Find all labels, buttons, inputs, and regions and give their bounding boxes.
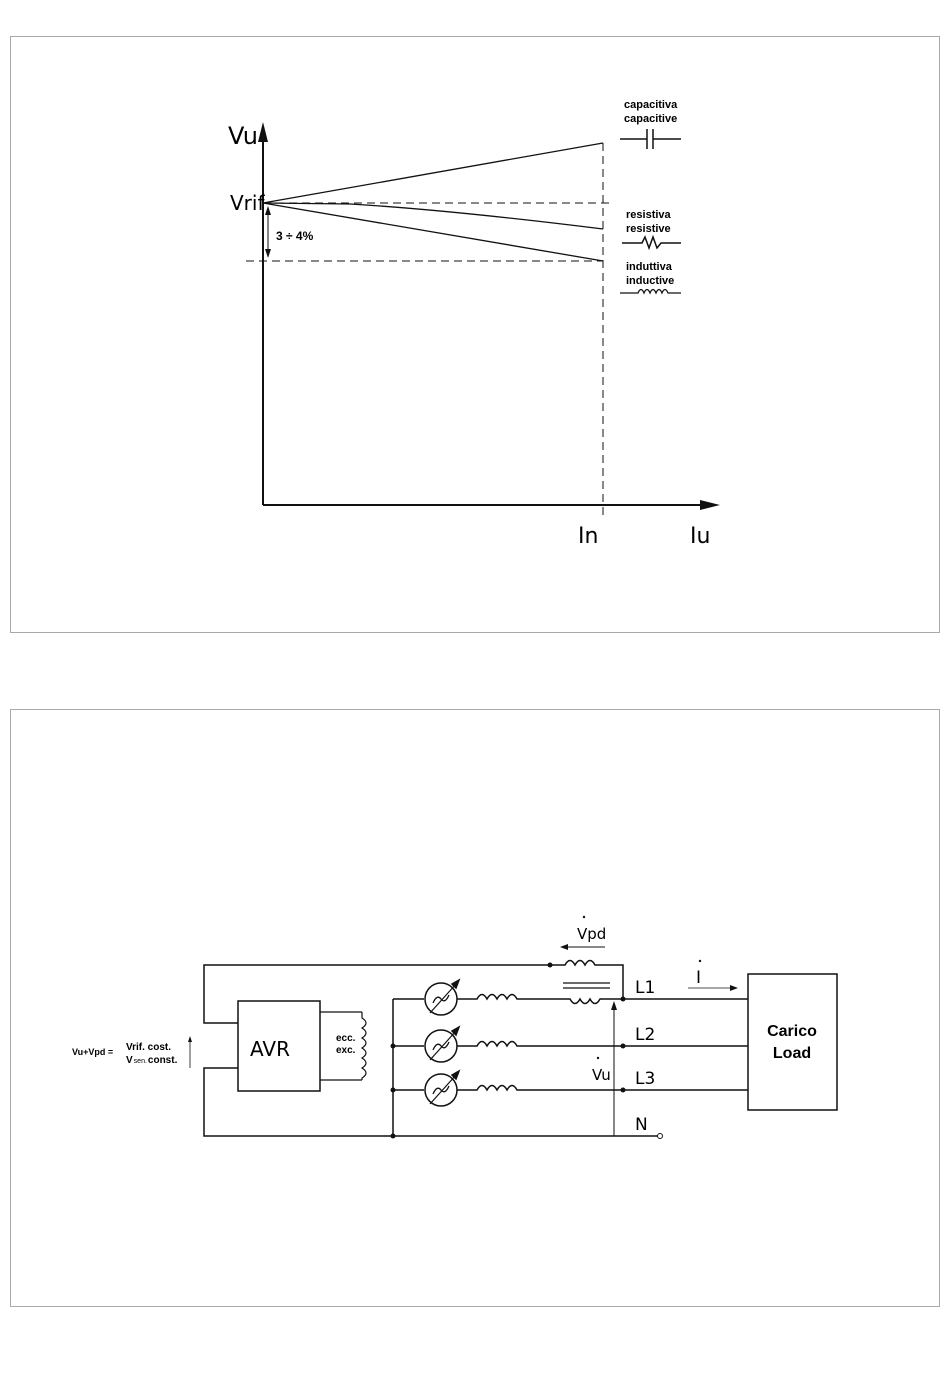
exc-coil-icon [362, 1012, 366, 1080]
generator-l2-icon [425, 1027, 459, 1062]
exc-it-label: ecc. [336, 1033, 356, 1044]
avr-circuit-diagram: Vu+Vpd = Vrif. cost. Vsen.const. AVR ecc… [0, 700, 950, 1320]
vrif-label: Vrif [230, 191, 265, 215]
generator-l1-icon [425, 980, 459, 1015]
drop-label: 3 ÷ 4% [276, 229, 314, 243]
neutral-terminal [658, 1134, 663, 1139]
generator-l3-icon [425, 1071, 459, 1106]
legend-inductive-it: induttiva [626, 261, 673, 273]
avr-label: AVR [250, 1037, 290, 1061]
vpd-arrow-head [560, 944, 568, 950]
current-dot [699, 960, 701, 962]
legend-capacitive-it: capacitiva [624, 99, 678, 111]
load-box [748, 974, 837, 1110]
junction-out-l2 [621, 1044, 626, 1049]
load-en-label: Load [773, 1045, 811, 1062]
formula-line1: Vrif. cost. [126, 1042, 171, 1053]
exc-en-label: exc. [336, 1045, 356, 1056]
load-it-label: Carico [767, 1023, 817, 1040]
legend-resistive-it: resistiva [626, 209, 672, 221]
y-axis-label: Vu [228, 122, 258, 150]
vu-label: Vu [592, 1066, 611, 1084]
capacitive-curve [263, 143, 603, 203]
in-label: In [578, 524, 598, 549]
junction-l2 [391, 1044, 396, 1049]
line-label-l2: L2 [635, 1025, 655, 1045]
junction-l3 [391, 1088, 396, 1093]
line-label-l1: L1 [635, 978, 655, 998]
drop-arrow-down [265, 249, 271, 258]
vu-arrow-head [611, 1001, 617, 1010]
ct-secondary-icon [550, 961, 623, 1000]
line-label-n: N [635, 1115, 648, 1135]
formula-left: Vu+Vpd = [72, 1047, 113, 1057]
x-axis-label: Iu [690, 524, 710, 549]
vpd-label: Vpd [577, 925, 606, 943]
line-label-l3: L3 [635, 1069, 655, 1089]
inductor-icon [620, 290, 681, 294]
x-axis-arrow [700, 500, 720, 510]
inductive-curve [263, 203, 603, 261]
capacitor-icon [620, 129, 681, 149]
resistor-icon [622, 237, 681, 248]
formula-line2: Vsen.const. [126, 1055, 178, 1066]
y-axis-arrow [258, 122, 268, 142]
resistive-curve [263, 203, 603, 229]
legend-inductive-en: inductive [626, 275, 674, 287]
vu-dot [597, 1057, 599, 1059]
inductor-l2-icon [457, 1042, 623, 1047]
legend-capacitive-en: capacitive [624, 113, 677, 125]
current-arrow-head [730, 985, 738, 991]
legend-resistive-en: resistive [626, 223, 671, 235]
junction-out-l1 [621, 997, 626, 1002]
junction-n [391, 1134, 396, 1139]
regulation-chart: 3 ÷ 4% Vu Vrif In Iu capacitiva capaciti… [0, 0, 950, 650]
inductor-l1-icon [457, 995, 560, 1000]
inductor-l3-icon [457, 1086, 623, 1091]
vpd-dot [583, 916, 585, 918]
formula-arrow-head [188, 1036, 192, 1042]
junction-out-l3 [621, 1088, 626, 1093]
drop-arrow-up [265, 206, 271, 215]
current-label: I [696, 968, 701, 988]
